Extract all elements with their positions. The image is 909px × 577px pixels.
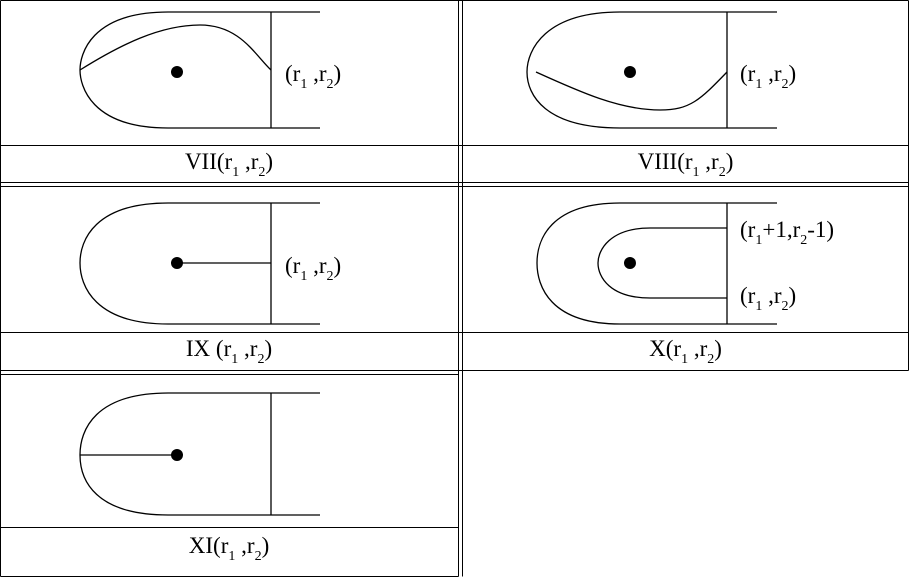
outer-boundary-curve [79,11,320,129]
figure-vii [79,11,320,129]
inner-arc-curve [535,71,728,111]
center-point [624,257,636,269]
inner-arc-curve [79,24,272,71]
caption-ix: IX (r1 ,r2) [185,336,273,367]
figure-x [536,202,777,325]
outer-boundary-curve [536,202,777,325]
outer-boundary-curve [526,11,777,129]
figure-xi [79,392,320,516]
caption-x: X(r1 ,r2) [649,336,722,367]
caption-vii: VII(r1 ,r2) [184,149,274,180]
outer-boundary-curve [79,392,320,516]
figure-vii-label: (r1 ,r2) [285,61,342,92]
figure-viii [526,11,777,129]
center-point [171,449,183,461]
figure-ix [79,202,320,325]
center-point [171,257,183,269]
center-point [624,66,636,78]
outer-boundary-curve [79,202,320,325]
caption-viii: VIII(r1 ,r2) [637,149,734,180]
inner-boundary-curve [597,227,727,299]
caption-xi: XI(r1 ,r2) [188,533,270,564]
figure-x-label-upper: (r1+1,r2-1) [740,217,835,248]
figure-viii-label: (r1 ,r2) [740,61,797,92]
center-point [171,66,183,78]
figure-ix-label: (r1 ,r2) [285,253,342,284]
figure-x-label-lower: (r1 ,r2) [740,283,797,314]
